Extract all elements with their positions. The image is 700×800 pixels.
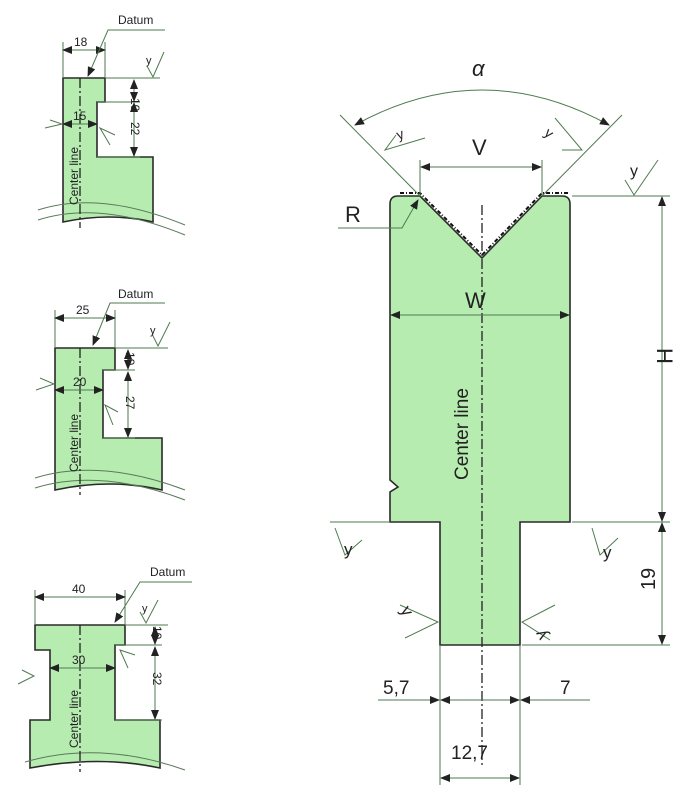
dim-12-7: 12,7	[451, 743, 488, 764]
profile-3: 40 Datum y 10 32 30 Center line	[17, 565, 192, 772]
datum-label: Datum	[118, 287, 153, 301]
v-label: V	[472, 135, 487, 160]
y-symbol: y	[150, 325, 156, 337]
y-symbol: y	[146, 55, 152, 67]
dim-19: 19	[638, 568, 660, 590]
dim-10: 10	[128, 98, 142, 112]
profile-1: 18 Datum y 10 22 15 Center line	[37, 13, 186, 236]
dim-25: 25	[76, 303, 90, 317]
y-symbol: y	[394, 125, 406, 142]
dim-15: 15	[73, 109, 87, 123]
y-symbol: y	[344, 540, 353, 559]
y-symbol: y	[142, 603, 148, 615]
dim-20: 20	[73, 375, 87, 389]
dim-18: 18	[74, 35, 88, 49]
y-symbol: y	[603, 543, 612, 562]
datum-label: Datum	[118, 13, 153, 27]
y-symbol: y	[531, 626, 552, 643]
dim-32: 32	[150, 672, 164, 686]
y-symbol: y	[630, 163, 638, 180]
center-line-label: Center line	[67, 690, 81, 748]
dim-5-7: 5,7	[383, 678, 409, 699]
dim-10: 10	[123, 352, 137, 366]
center-line-label: Center line	[67, 147, 81, 205]
dim-27: 27	[123, 396, 137, 410]
h-label: H	[652, 348, 677, 364]
alpha-label: α	[472, 56, 486, 81]
dim-10: 10	[150, 626, 164, 640]
w-label: W	[465, 288, 486, 313]
dim-7: 7	[560, 678, 571, 699]
main-die: Center line α y y V R W H y 19 y y y y 5…	[330, 56, 677, 785]
dim-40: 40	[72, 582, 86, 596]
r-label: R	[345, 202, 361, 227]
y-symbol: y	[397, 603, 418, 620]
dim-22: 22	[128, 122, 142, 136]
y-symbol: y	[541, 124, 557, 141]
dim-30: 30	[72, 653, 86, 667]
profile-2: 25 Datum y 10 27 20 Center line	[34, 287, 186, 501]
center-line-label: Center line	[452, 388, 473, 480]
datum-label: Datum	[150, 565, 185, 579]
center-line-label: Center line	[67, 414, 81, 472]
